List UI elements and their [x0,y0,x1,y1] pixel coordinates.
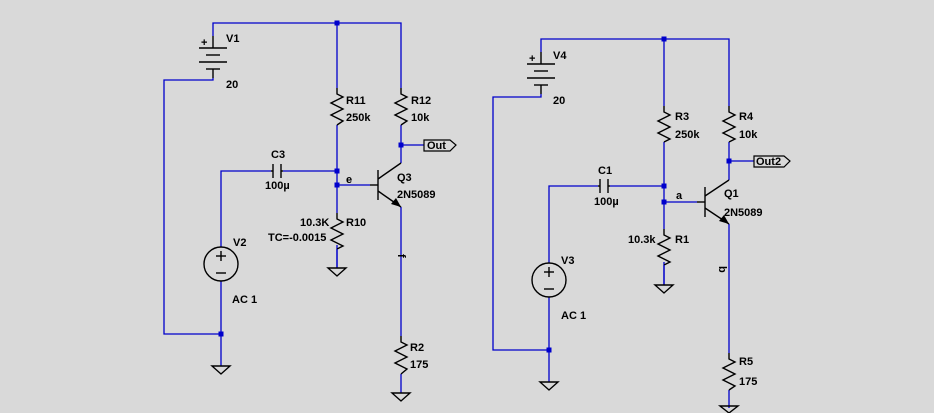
battery-plus-sign: + [201,37,207,49]
r1-name: R1 [675,234,689,246]
resistor-r11[interactable] [329,88,345,126]
resistor-r4[interactable] [721,106,737,143]
r12-value: 10k [411,112,430,124]
ground-v3 [538,381,560,391]
junction-dot [661,199,667,205]
net-label-f: f [395,254,407,258]
out2-label: Out2 [756,156,781,168]
right-circuit: + V4 20 R3 250k R4 10k Out2 C1 100µ [492,36,791,413]
junction-dot [398,142,404,148]
resistor-r1[interactable] [656,229,672,266]
capacitor-c1[interactable] [598,179,610,193]
junction-dot [218,331,224,337]
v4-name: V4 [553,50,567,62]
junction-dot [334,20,340,26]
ground-r5 [717,405,741,413]
resistor-r10[interactable] [329,213,345,250]
junction-dot [334,168,340,174]
q3-name: Q3 [397,172,412,184]
net-label-b: b [716,266,728,273]
r12-name: R12 [411,95,431,107]
r5-value: 175 [739,376,757,388]
v3-name: V3 [561,255,574,267]
ground-r1 [653,265,675,294]
capacitor-c3[interactable] [271,164,283,178]
resistor-r3[interactable] [656,106,672,143]
r3-name: R3 [675,111,689,123]
ac-source-v3[interactable] [531,262,567,298]
transistor-q1[interactable] [697,179,730,225]
out-label: Out [427,140,446,152]
resistor-r12[interactable] [393,88,409,126]
v4-value: 20 [553,95,565,107]
left-circuit: + V1 20 R11 250k R12 10k Out C3 100µ [163,20,457,402]
r10-tc: TC=-0.0015 [268,232,326,244]
junction-dot [726,158,732,164]
junction-dot [546,347,552,353]
net-label-a: a [676,190,683,202]
resistor-r5[interactable] [721,353,737,391]
c3-value: 100µ [265,180,290,192]
c3-name: C3 [271,149,285,161]
output-port-out[interactable]: Out [423,139,457,152]
r3-value: 250k [675,129,700,141]
junction-dot [334,182,340,188]
c1-name: C1 [598,165,612,177]
v2-name: V2 [233,237,246,249]
output-port-out2[interactable]: Out2 [753,155,791,168]
net-label-e: e [346,174,352,186]
v2-value: AC 1 [232,294,257,306]
right-wires [492,38,754,408]
r2-value: 175 [410,359,428,371]
transistor-q3[interactable] [370,162,402,208]
ground-v2 [210,365,232,375]
battery-v4[interactable]: + [527,52,555,94]
v1-name: V1 [226,33,239,45]
battery-v1[interactable]: + [199,36,227,78]
ground-r2 [390,392,412,402]
junction-dot [661,36,667,42]
r4-value: 10k [739,129,758,141]
q3-model: 2N5089 [397,189,436,201]
r10-value: 10.3K [300,217,329,229]
q1-name: Q1 [724,188,739,200]
r11-value: 250k [346,112,371,124]
left-junctions [218,20,404,337]
right-junctions [546,36,732,353]
r10-name: R10 [346,217,366,229]
ac-source-v2[interactable] [203,246,239,282]
junction-dot [661,183,667,189]
resistor-r2[interactable] [393,336,409,375]
v3-value: AC 1 [561,310,586,322]
q1-model: 2N5089 [724,207,763,219]
r11-name: R11 [346,95,366,107]
r4-name: R4 [739,111,754,123]
r5-name: R5 [739,356,753,368]
r1-value: 10.3k [628,234,656,246]
ground-r10 [326,249,348,277]
battery-plus-sign: + [529,53,535,65]
c1-value: 100µ [594,196,619,208]
v1-value: 20 [226,79,238,91]
r2-name: R2 [410,342,424,354]
left-wires [163,22,424,393]
